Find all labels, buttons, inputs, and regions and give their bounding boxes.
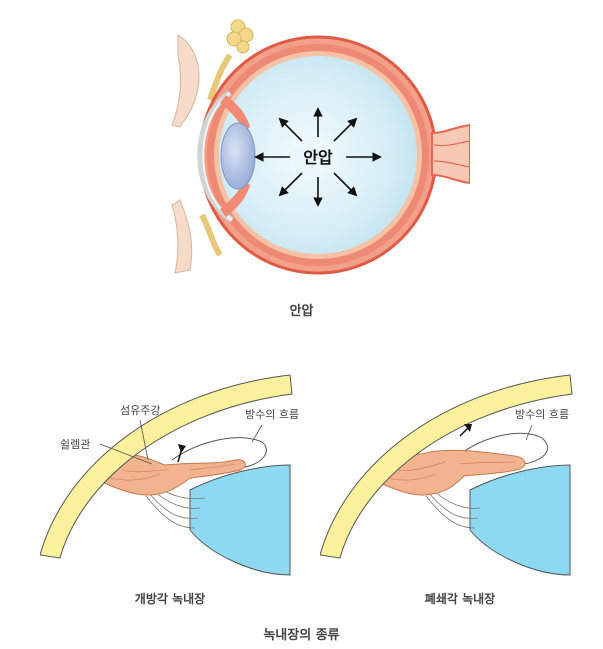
schlemm-canal-label: 쉴렘관 xyxy=(60,438,90,451)
upper-eyelid xyxy=(171,34,200,128)
top-caption: 안압 xyxy=(289,304,314,319)
intraocular-pressure-label: 안압 xyxy=(303,148,333,167)
flow-arrow xyxy=(459,427,469,437)
lens xyxy=(220,122,256,190)
aqueous-flow-label: 방수의 흐름 xyxy=(245,408,299,421)
angle-closure-caption: 폐쇄각 녹내장 xyxy=(424,592,496,606)
aqueous-flow-label: 방수의 흐름 xyxy=(515,408,569,421)
aqueous-flow-path xyxy=(457,432,548,465)
iris xyxy=(469,464,571,576)
lower-eyelid xyxy=(171,199,193,274)
ciliary-body-lower xyxy=(220,181,250,217)
pressure-arrows xyxy=(254,107,382,207)
trabecular-meshwork-label: 섬유주강 xyxy=(120,404,160,417)
lacrimal-gland xyxy=(207,19,254,101)
iris xyxy=(189,464,291,576)
bottom-caption: 녹내장의 종류 xyxy=(263,628,340,643)
open-angle-caption: 개방각 녹내장 xyxy=(134,592,206,606)
optic-nerve xyxy=(431,123,470,185)
cornea-sclera xyxy=(40,374,293,559)
ciliary-body-upper xyxy=(220,95,250,131)
open-angle-diagram: 섬유주강 쉴렘관 방수의 흐름 xyxy=(40,374,299,576)
angle-closure-diagram: 방수의 흐름 xyxy=(320,374,573,576)
eyeball-illustration: 안압 xyxy=(171,19,470,275)
cornea-sclera xyxy=(320,374,573,559)
ciliary-tissue xyxy=(377,449,526,496)
ciliary-tissue xyxy=(101,454,246,496)
